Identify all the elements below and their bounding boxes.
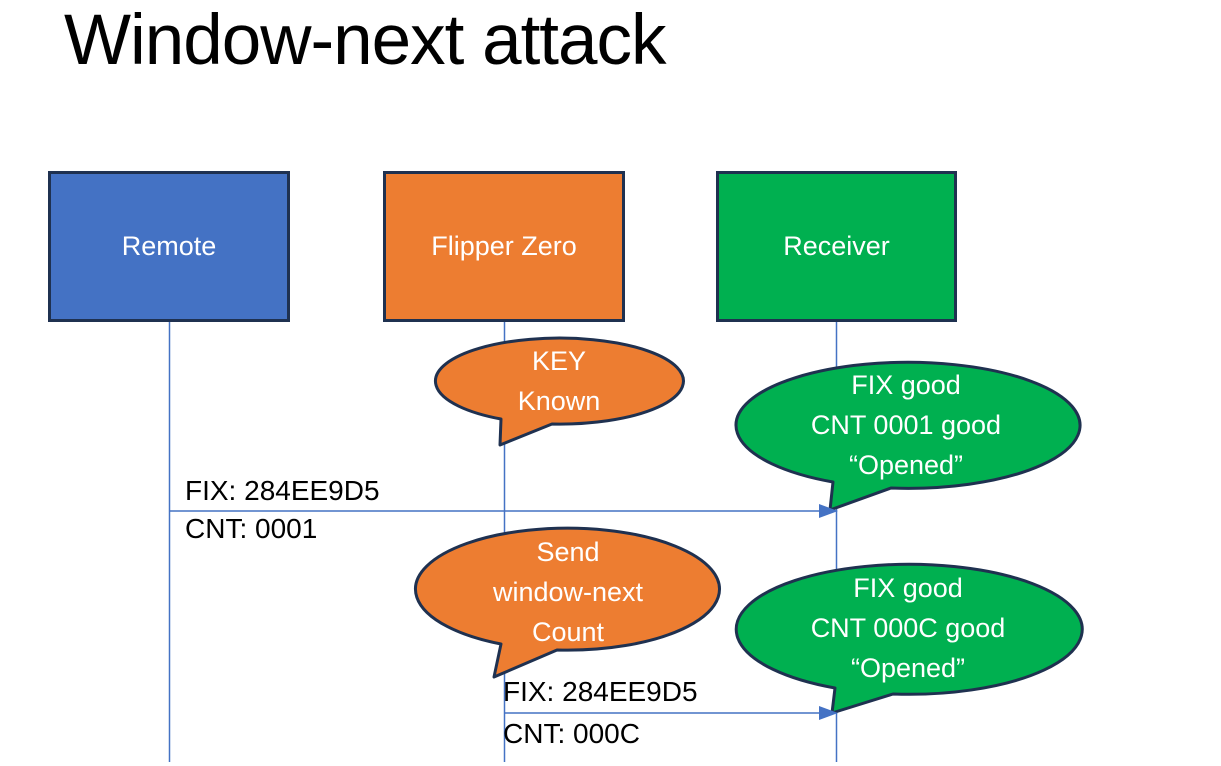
callout-text-send-window-next: Send window-next Count — [416, 532, 720, 652]
actor-label-receiver: Receiver — [783, 231, 890, 261]
callout-line: Count — [531, 617, 605, 647]
callout-line: Send — [536, 537, 600, 567]
callout-shape-key-known — [434, 336, 685, 447]
message-1-fix-label: FIX: 284EE9D5 — [185, 475, 380, 506]
callout-shape-send-window-next — [414, 526, 721, 679]
message-arrowhead-1 — [819, 504, 838, 518]
actor-box-remote: Remote — [48, 171, 290, 322]
actor-label-remote: Remote — [121, 231, 217, 261]
callout-text-opened-1: FIX good CNT 0001 good “Opened” — [734, 365, 1078, 485]
callout-line: “Opened” — [848, 450, 964, 480]
page-title: Window-next attack — [64, 1, 667, 80]
callout-line: CNT 0001 good — [810, 410, 1002, 440]
message-2-fix-label: FIX: 284EE9D5 — [503, 676, 698, 707]
callout-shape-opened-2 — [734, 562, 1084, 715]
callout-shape-opened-1 — [734, 360, 1082, 512]
message-arrowhead-2 — [819, 706, 838, 720]
actor-box-receiver: Receiver — [716, 171, 957, 322]
callout-line: CNT 000C good — [810, 613, 1006, 643]
callout-line: Known — [517, 386, 601, 416]
callout-text-key-known: KEY Known — [435, 341, 683, 421]
callout-line: window-next — [492, 577, 644, 607]
callout-line: FIX good — [853, 573, 963, 603]
callout-line: FIX good — [851, 370, 961, 400]
callout-text-opened-2: FIX good CNT 000C good “Opened” — [735, 568, 1081, 688]
callout-line: KEY — [531, 346, 587, 376]
callout-line: “Opened” — [850, 653, 966, 683]
message-1-cnt-label: CNT: 0001 — [185, 513, 318, 544]
actor-box-flipper-zero: Flipper Zero — [383, 171, 625, 322]
actor-label-flipper-zero: Flipper Zero — [431, 231, 577, 261]
message-2-cnt-label: CNT: 000C — [503, 718, 640, 749]
